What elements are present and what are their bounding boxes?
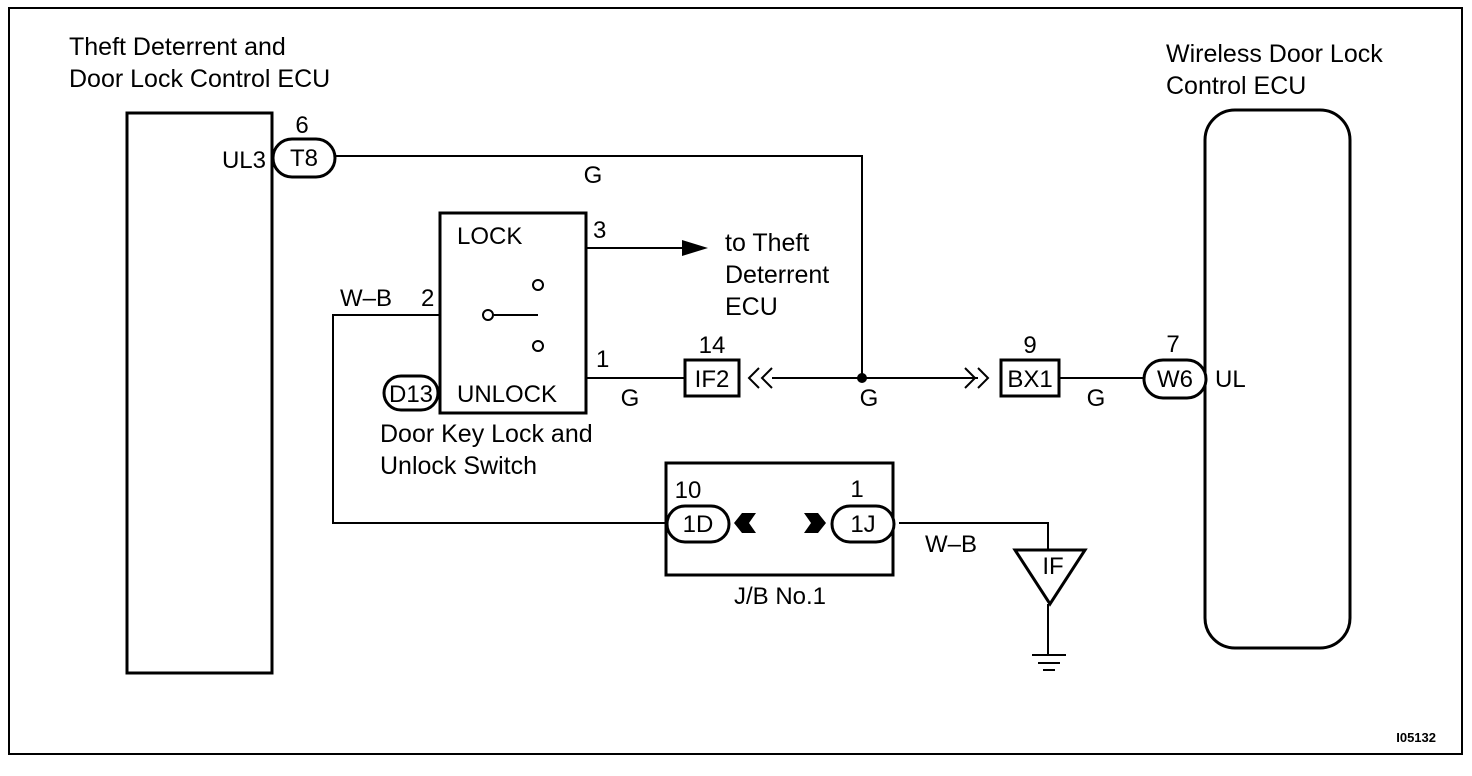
junction-dot [857,373,867,383]
switch-common-contact [482,309,494,321]
connector-1j-body [830,504,896,544]
diagram-frame [8,7,1463,755]
theft-ecu-terminal-label: UL3 [222,147,266,174]
jb-name: J/B No.1 [734,583,826,610]
ground-triangle [1012,548,1088,607]
switch-body [438,211,588,415]
connector-if2-pin: 14 [699,332,726,359]
connector-if2-body [683,358,741,398]
wireless-ecu-title-line2: Control ECU [1166,72,1306,100]
connector-1d-label: 1D [683,511,714,538]
connector-1d-body [665,504,731,544]
theft-dest-line2: Deterrent [725,261,829,289]
connector-w6-body [1142,358,1208,400]
wire-color-to-wireless: G [1087,385,1106,412]
switch-pin-common: 2 [421,285,434,312]
theft-ecu-title-line2: Door Lock Control ECU [69,65,330,93]
theft-ecu-title-line1: Theft Deterrent and [69,33,286,61]
connector-bx1-label: BX1 [1007,366,1052,393]
wire-color-ground: W–B [925,531,977,558]
if2-chevron-1 [747,367,760,389]
connector-t8-body [271,137,337,179]
jb-chevron-right [804,513,826,533]
junction-block: 1D 10 1J 1 J/B No.1 [664,461,896,610]
connector-if2-label: IF2 [695,366,730,393]
switch-name-line1: Door Key Lock and [380,420,593,448]
ground-point: IF [1012,548,1088,671]
connector-1d-pin: 10 [675,477,702,504]
jb-chevron-left [734,513,756,533]
connector-bx1-pin: 9 [1023,332,1036,359]
wire-color-switch-common: W–B [340,285,392,312]
wire-ground-wb [899,522,1049,550]
theft-deterrent-destination: to Theft Deterrent ECU [725,229,829,321]
theft-ecu-pin: 6 [295,112,308,139]
wireless-ecu-title-line1: Wireless Door Lock [1166,40,1383,68]
bx1-chevron-2 [977,367,990,389]
switch-name-line2: Unlock Switch [380,452,537,480]
switch-unlock-contact [532,340,544,352]
figure-code: I05132 [1396,730,1436,745]
wire-color-junction: G [860,385,879,412]
wire-color-switch-out: G [621,385,640,412]
wireless-ecu-pin: 7 [1166,331,1179,358]
ground-label: IF [1042,553,1063,580]
switch-pin-lock: 3 [593,217,606,244]
connector-d13-body [382,374,440,412]
connector-if2: IF2 14 [683,332,773,398]
switch-pin-unlock: 1 [596,346,609,373]
wire-top-g [334,155,863,378]
theft-dest-line3: ECU [725,293,778,321]
bx1-chevron-1 [964,367,977,389]
connector-d13-label: D13 [389,381,433,408]
switch-unlock-label: UNLOCK [457,381,557,408]
theft-dest-line1: to Theft [725,229,809,257]
wireless-door-lock-ecu: Wireless Door Lock Control ECU UL 7 [1166,40,1383,650]
door-key-switch: LOCK UNLOCK 3 2 1 D13 Door Key Lock and … [380,211,609,480]
wire-common-wb [332,314,666,524]
wireless-ecu-terminal-label: UL [1215,366,1246,393]
connector-bx1-body [999,358,1061,398]
connector-w6: W6 [1142,358,1208,400]
arrow-to-theft-ecu [682,240,708,256]
connector-w6-label: W6 [1157,366,1193,393]
switch-lock-contact [532,279,544,291]
connector-1j-pin: 1 [850,476,863,503]
theft-ecu-body [125,111,274,675]
wire-color-top: G [584,162,603,189]
connector-t8: T8 [271,137,337,179]
connector-bx1: BX1 9 [964,332,1061,398]
connector-1j-label: 1J [850,511,875,538]
theft-deterrent-ecu: Theft Deterrent and Door Lock Control EC… [69,33,330,675]
switch-lock-label: LOCK [457,223,522,250]
if2-chevron-2 [760,367,773,389]
connector-t8-label: T8 [290,145,318,172]
